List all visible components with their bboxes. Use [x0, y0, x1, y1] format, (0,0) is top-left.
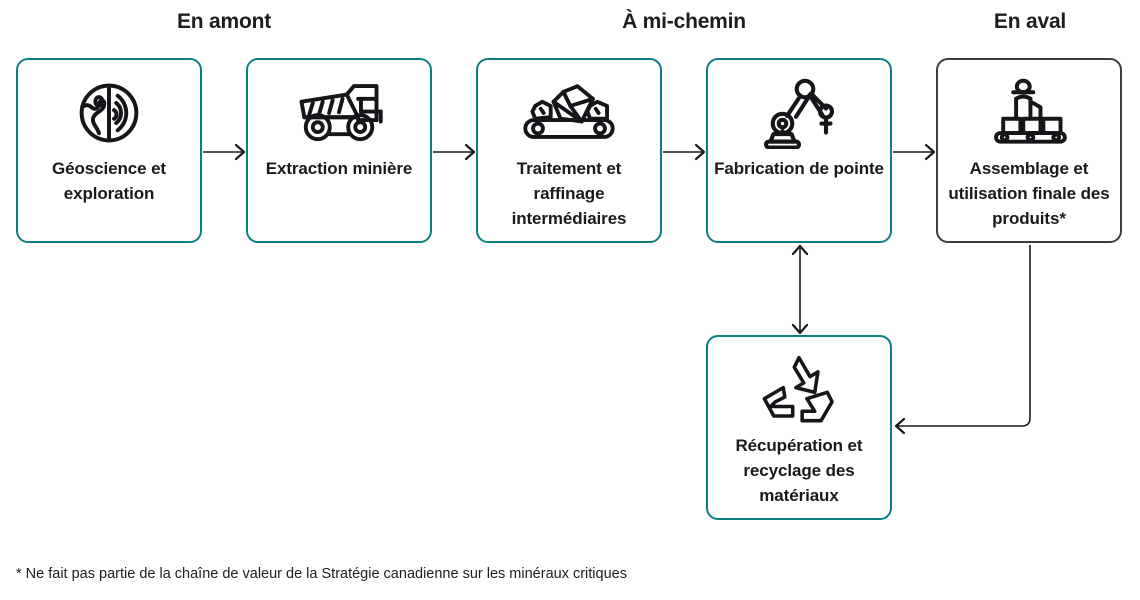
arrow-manufacturing-recycling-bidirectional [791, 244, 809, 335]
arrow-processing-to-manufacturing [663, 143, 706, 161]
stage-box-recycling[interactable]: Récupération et recyclage des matériaux [706, 335, 892, 520]
stage-box-assembly[interactable]: Assemblage et utilisation finale des pro… [936, 58, 1122, 243]
group-label-downstream: En aval [993, 10, 1067, 33]
arrow-geoscience-to-mining [203, 143, 246, 161]
stage-box-manufacturing[interactable]: Fabrication de pointe [706, 58, 892, 243]
stage-label-recycling: Récupération et recyclage des matériaux [735, 436, 863, 505]
globe-exploration-icon [73, 76, 145, 150]
stage-box-mining[interactable]: Extraction minière [246, 58, 432, 243]
conveyor-ore-icon [519, 76, 619, 150]
arrow-manufacturing-to-assembly [893, 143, 936, 161]
footnote-text: * Ne fait pas partie de la chaîne de val… [16, 566, 627, 582]
stage-label-mining: Extraction minière [265, 159, 413, 178]
group-label-midstream: À mi-chemin [622, 10, 746, 33]
stage-box-processing[interactable]: Traitement et raffinage intermédiaires [476, 58, 662, 243]
stage-label-geoscience: Géoscience et exploration [52, 159, 166, 203]
stage-box-geoscience[interactable]: Géoscience et exploration [16, 58, 202, 243]
mining-truck-icon [293, 76, 385, 150]
group-label-upstream: En amont [176, 10, 272, 33]
assembly-worker-icon [986, 76, 1072, 150]
stage-label-processing: Traitement et raffinage intermédiaires [511, 159, 627, 228]
arrow-assembly-to-recycling [894, 245, 1031, 435]
robotic-arm-icon [760, 76, 838, 150]
arrow-mining-to-processing [433, 143, 476, 161]
stage-label-manufacturing: Fabrication de pointe [714, 159, 884, 178]
stage-label-assembly: Assemblage et utilisation finale des pro… [948, 159, 1110, 228]
recycling-icon [759, 353, 839, 427]
